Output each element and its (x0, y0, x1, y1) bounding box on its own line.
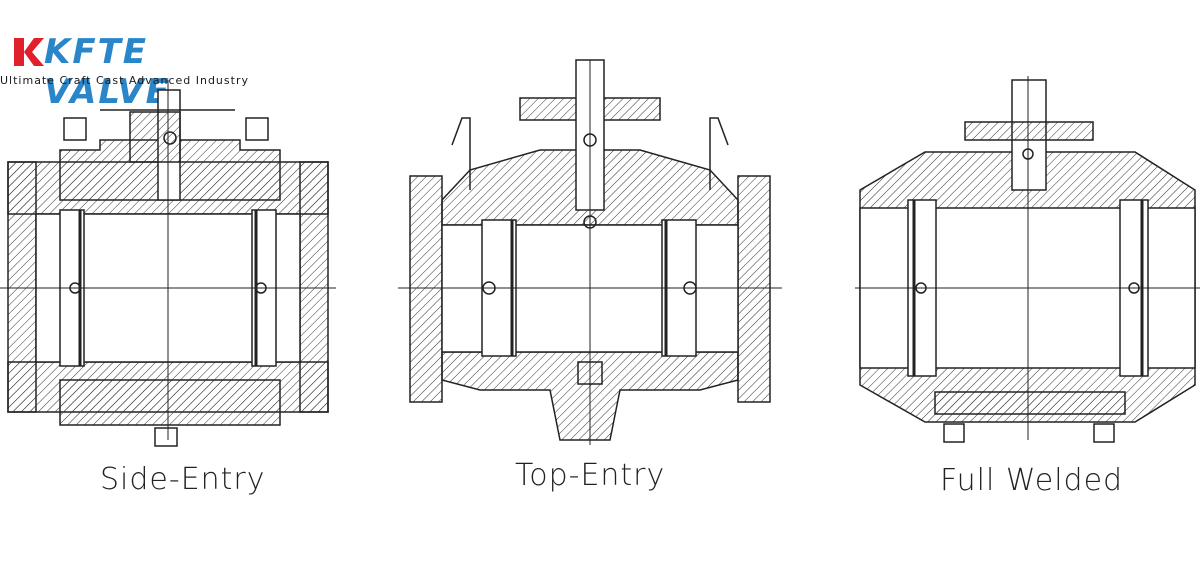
full-welded-drawing (855, 76, 1200, 443)
caption-side-entry: Side-Entry (100, 462, 266, 497)
kfte-logo-icon (14, 38, 44, 66)
caption-top-entry: Top-Entry (515, 458, 666, 493)
brand-tagline: Ultimate Craft Cast Advanced Industry (0, 74, 249, 87)
caption-full-welded: Full Welded (940, 463, 1124, 498)
brand-logo: KFTE VALVE Ultimate Craft Cast Advanced … (0, 30, 268, 112)
top-entry-drawing (398, 59, 782, 445)
side-entry-drawing (0, 80, 336, 447)
brand-name: KFTE VALVE (44, 32, 171, 112)
